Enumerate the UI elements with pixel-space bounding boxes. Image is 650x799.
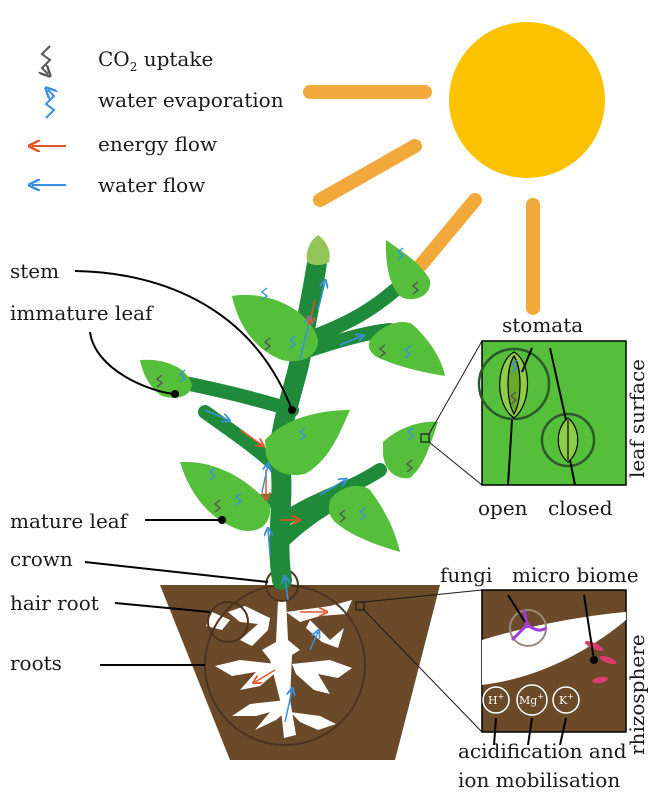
label-mature-leaf: mature leaf (10, 509, 129, 533)
label-hair-root: hair root (10, 591, 99, 615)
label-open: open (478, 496, 528, 520)
legend-co2-label: CO2 uptake (98, 47, 213, 74)
label-stomata: stomata (502, 313, 583, 337)
legend-energy-flow-label: energy flow (98, 132, 217, 156)
label-acidification-line1: acidification and (458, 739, 627, 763)
label-stem: stem (10, 259, 59, 283)
label-rhizosphere: rhizosphere (625, 634, 649, 755)
leaf-right-lower (329, 486, 400, 552)
bud (307, 235, 330, 265)
label-leaf-surface: leaf surface (625, 359, 649, 478)
label-roots: roots (10, 651, 62, 675)
water-evaporation-icon (46, 90, 54, 118)
sun-disc (449, 22, 605, 178)
label-closed: closed (548, 496, 613, 520)
sun (310, 22, 605, 308)
label-acidification-line2: ion mobilisation (458, 768, 620, 792)
legend-water-evaporation-label: water evaporation (98, 88, 284, 112)
co2-uptake-icon (42, 46, 50, 74)
label-crown: crown (10, 547, 73, 571)
label-micro-biome: micro biome (512, 563, 639, 587)
legend: CO2 uptake water evaporation energy flow… (32, 46, 284, 197)
label-fungi: fungi (440, 563, 492, 587)
label-immature-leaf: immature leaf (10, 301, 154, 325)
sun-ray-2 (320, 146, 415, 200)
leaf-surface-inset (429, 341, 626, 485)
legend-water-flow-label: water flow (98, 173, 205, 197)
